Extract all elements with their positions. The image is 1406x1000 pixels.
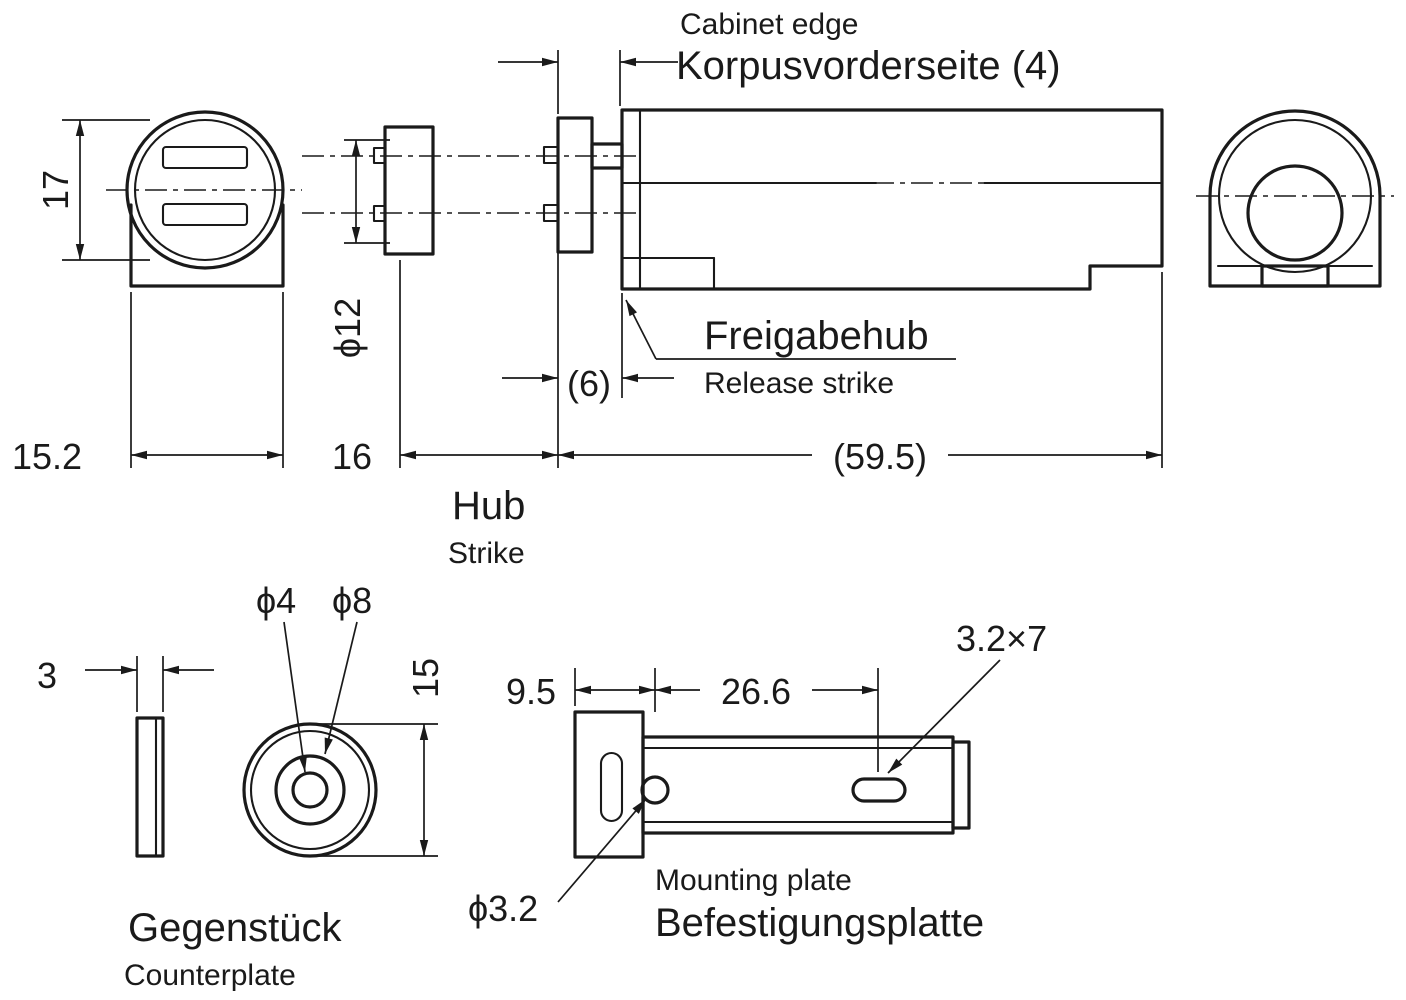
dim-mount-offset: 9.5 <box>506 668 656 712</box>
dim-label-mount-offset: 9.5 <box>506 671 556 712</box>
label-counterplate-en: Counterplate <box>124 959 296 992</box>
clip-bracket-outline <box>129 203 285 288</box>
dim-label-strike-dia: ϕ12 <box>327 298 368 358</box>
dim-label-front-width: 15.2 <box>12 436 82 477</box>
counterplate-side-view <box>135 716 165 858</box>
callout-hole8: ϕ8 <box>324 580 372 755</box>
mounting-plate-view: 9.5 26.6 3.2×7 ϕ3.2 Mounting plate Befes… <box>468 618 1047 945</box>
strike-lug-top <box>372 146 387 165</box>
plate-end-cap <box>951 740 971 830</box>
dim-label-strike-length: 16 <box>332 436 372 477</box>
dim-slot-offset: 26.6 <box>655 668 879 772</box>
spring-slot-bottom <box>161 202 249 227</box>
end-view <box>1196 109 1394 288</box>
counterplate-rim-circle <box>249 729 371 851</box>
dim-plate-thickness: 3 <box>37 655 214 712</box>
dim-label-front-height: 17 <box>35 170 76 210</box>
plate-round-hole <box>640 775 670 805</box>
label-release-en: Release strike <box>704 367 894 400</box>
label-cabinet-edge-de: Korpusvorderseite (4) <box>676 44 1061 88</box>
dim-label-slot-size: 3.2×7 <box>956 618 1047 659</box>
latch-housing-outer-circle <box>125 110 285 270</box>
strike-body <box>383 125 435 256</box>
label-mounting-de: Befestigungsplatte <box>655 901 984 945</box>
side-view: ϕ12 Cabinet edge Korpusvorderseite (4) (… <box>302 8 1164 570</box>
dim-release-stroke: (6) <box>502 250 674 468</box>
dim-label-slot-offset: 26.6 <box>721 671 791 712</box>
end-view-pin-boss <box>1246 164 1344 262</box>
counterplate-recess-circle <box>274 754 346 826</box>
spring-slot-top <box>161 145 249 170</box>
latch-body-outline <box>620 108 1164 291</box>
callout-hole4: ϕ4 <box>256 580 307 773</box>
dim-strike-dia: ϕ12 <box>327 139 390 358</box>
latch-housing-inner-circle <box>133 118 277 262</box>
dim-strike-length: 16 Hub Strike <box>332 260 558 570</box>
release-strike-callout: Freigabehub Release strike <box>625 299 956 400</box>
bracket-vertical-slot <box>599 751 624 823</box>
dim-label-plate-thickness: 3 <box>37 655 57 696</box>
end-view-inner-ring <box>1217 118 1373 274</box>
counterplate-views: 3 ϕ4 ϕ8 15 Gegenstück Counterplate <box>37 580 446 992</box>
label-counterplate-de: Gegenstück <box>128 906 342 950</box>
end-view-outer-profile <box>1208 109 1382 288</box>
label-release-de: Freigabehub <box>704 314 929 358</box>
mounting-plate-body <box>641 735 955 835</box>
plate-slot-hole <box>851 777 907 803</box>
mounting-bracket <box>573 710 645 859</box>
counterplate-hole-circle <box>291 771 329 809</box>
callout-mount-hole: ϕ3.2 <box>468 798 647 929</box>
dim-front-width: 15.2 <box>12 292 284 477</box>
label-mounting-en: Mounting plate <box>655 864 852 897</box>
dim-label-hole8: ϕ8 <box>332 580 372 621</box>
end-view-base-tab <box>1260 264 1330 288</box>
pin-end-upper <box>542 145 560 165</box>
front-view: 17 15.2 <box>12 110 302 477</box>
dim-cabinet-edge: Cabinet edge Korpusvorderseite (4) <box>498 8 1061 114</box>
dim-label-hole4: ϕ4 <box>256 580 296 621</box>
dim-label-release-stroke: (6) <box>567 363 611 404</box>
label-hub-de: Hub <box>452 484 525 528</box>
label-cabinet-edge-en: Cabinet edge <box>680 8 858 41</box>
callout-slot-size: 3.2×7 <box>887 618 1047 774</box>
dim-label-mount-hole: ϕ3.2 <box>468 888 538 929</box>
strike-lug-bottom <box>372 204 387 223</box>
dim-body-length: (59.5) <box>558 272 1163 477</box>
counterplate-outer-circle <box>242 722 378 858</box>
cabinet-front-plate <box>556 116 594 254</box>
label-hub-en: Strike <box>448 537 525 570</box>
dim-front-height: 17 <box>35 119 150 261</box>
dim-counterplate-dia: 15 <box>318 658 446 857</box>
dim-label-counterplate-dia: 15 <box>405 658 446 698</box>
dim-label-body-length: (59.5) <box>833 436 927 477</box>
